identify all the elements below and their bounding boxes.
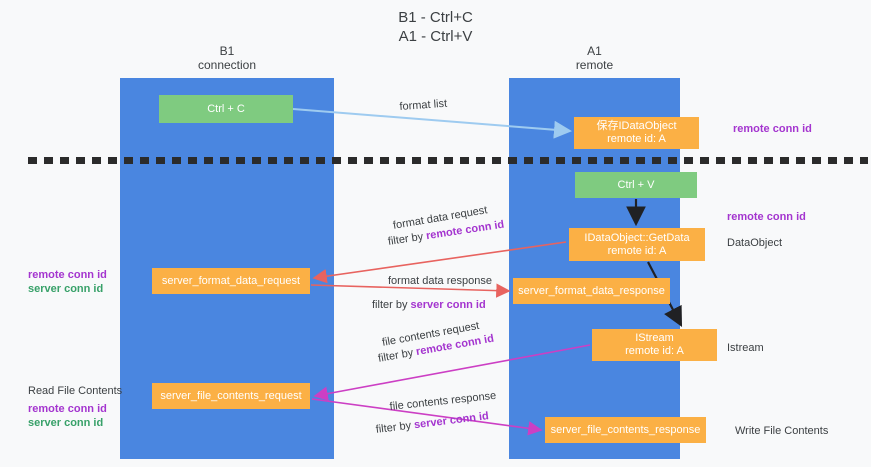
title-line-1: B1 - Ctrl+C xyxy=(398,9,473,26)
arrow-format-data-request xyxy=(312,241,567,284)
annotation-dataobject: DataObject xyxy=(727,237,783,249)
box-server-file-contents-request-label: server_file_contents_request xyxy=(160,389,302,402)
box-ctrl-v[interactable]: Ctrl + V xyxy=(575,172,697,198)
box-idataobject-line1: 保存IDataObject xyxy=(596,120,677,132)
lane-header-b1-role: connection xyxy=(197,58,257,72)
annotation-remote-conn-id-mid: remote conn id xyxy=(727,211,806,223)
arrow-file-contents-response xyxy=(311,398,543,436)
annotation-istream: Istream xyxy=(727,342,764,354)
box-istream-line2: remote id: A xyxy=(625,345,684,357)
box-ctrl-c[interactable]: Ctrl + C xyxy=(159,95,293,123)
box-server-format-data-request[interactable]: server_format_data_request xyxy=(152,268,310,294)
arrow-file-contents-request xyxy=(313,344,591,401)
box-idataobject-line2: remote id: A xyxy=(607,133,666,145)
arrow-format-data-response xyxy=(310,283,511,298)
annotation-read-file-contents: Read File Contents xyxy=(28,385,123,397)
title-line-2: A1 - Ctrl+V xyxy=(398,28,473,45)
filter-prefix-2: filter by xyxy=(372,299,411,311)
lane-header-b1: B1 connection xyxy=(120,44,334,72)
edge-label-format-data-response: format data response xyxy=(388,275,492,287)
annotation-left-server-conn-id-bottom: server conn id xyxy=(28,417,104,429)
section-divider xyxy=(28,157,868,164)
annotation-remote-conn-id-top: remote conn id xyxy=(733,123,812,135)
lane-header-a1-role: remote xyxy=(575,58,614,72)
box-idataobject[interactable]: 保存IDataObject remote id: A xyxy=(574,117,699,149)
box-getdata-line2: remote id: A xyxy=(607,244,667,257)
lane-header-a1: A1 remote xyxy=(509,44,680,72)
lane-header-a1-name: A1 xyxy=(587,44,602,58)
box-server-format-data-response-label: server_format_data_response xyxy=(518,284,665,297)
annotation-left-remote-conn-id-mid: remote conn id xyxy=(28,269,107,281)
edge-label-format-data-response-filter: filter by server conn id xyxy=(372,298,486,312)
filter-key-server-conn-id-1: server conn id xyxy=(410,299,486,311)
box-getdata-line1: IDataObject::GetData xyxy=(584,231,690,244)
lane-header-b1-name: B1 xyxy=(219,44,235,58)
page-title: B1 - Ctrl+C A1 - Ctrl+V xyxy=(0,8,871,46)
box-server-file-contents-response[interactable]: server_file_contents_response xyxy=(545,417,706,443)
box-server-file-contents-response-label: server_file_contents_response xyxy=(550,423,701,436)
box-idataobject-getdata[interactable]: IDataObject::GetData remote id: A xyxy=(569,228,705,261)
annotation-left-remote-conn-id-bottom: remote conn id xyxy=(28,403,107,415)
box-ctrl-v-label: Ctrl + V xyxy=(617,178,655,191)
box-server-format-data-request-label: server_format_data_request xyxy=(161,274,301,287)
annotation-write-file-contents: Write File Contents xyxy=(735,425,829,437)
box-istream[interactable]: IStream remote id: A xyxy=(592,329,717,361)
annotation-left-server-conn-id-mid: server conn id xyxy=(28,283,104,295)
box-server-format-data-response[interactable]: server_format_data_response xyxy=(513,278,670,304)
box-server-file-contents-request[interactable]: server_file_contents_request xyxy=(152,383,310,409)
arrow-format-list xyxy=(292,108,572,139)
box-istream-line1: IStream xyxy=(635,332,674,344)
box-ctrl-c-label: Ctrl + C xyxy=(207,102,245,115)
